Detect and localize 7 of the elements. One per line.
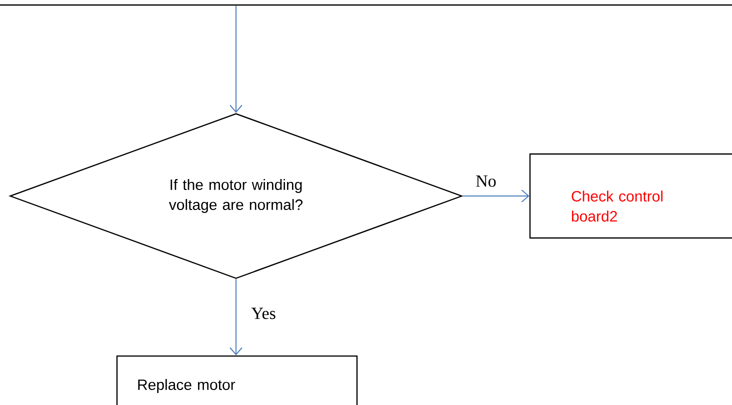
- edge-label: No: [474, 174, 498, 188]
- edge-label: Yes: [250, 306, 277, 320]
- process-box: Replace motor: [116, 355, 358, 405]
- arrow: [230, 5, 242, 113]
- arrow: [230, 278, 242, 356]
- arrow: [462, 190, 530, 202]
- process-box: Check control board2: [529, 153, 732, 239]
